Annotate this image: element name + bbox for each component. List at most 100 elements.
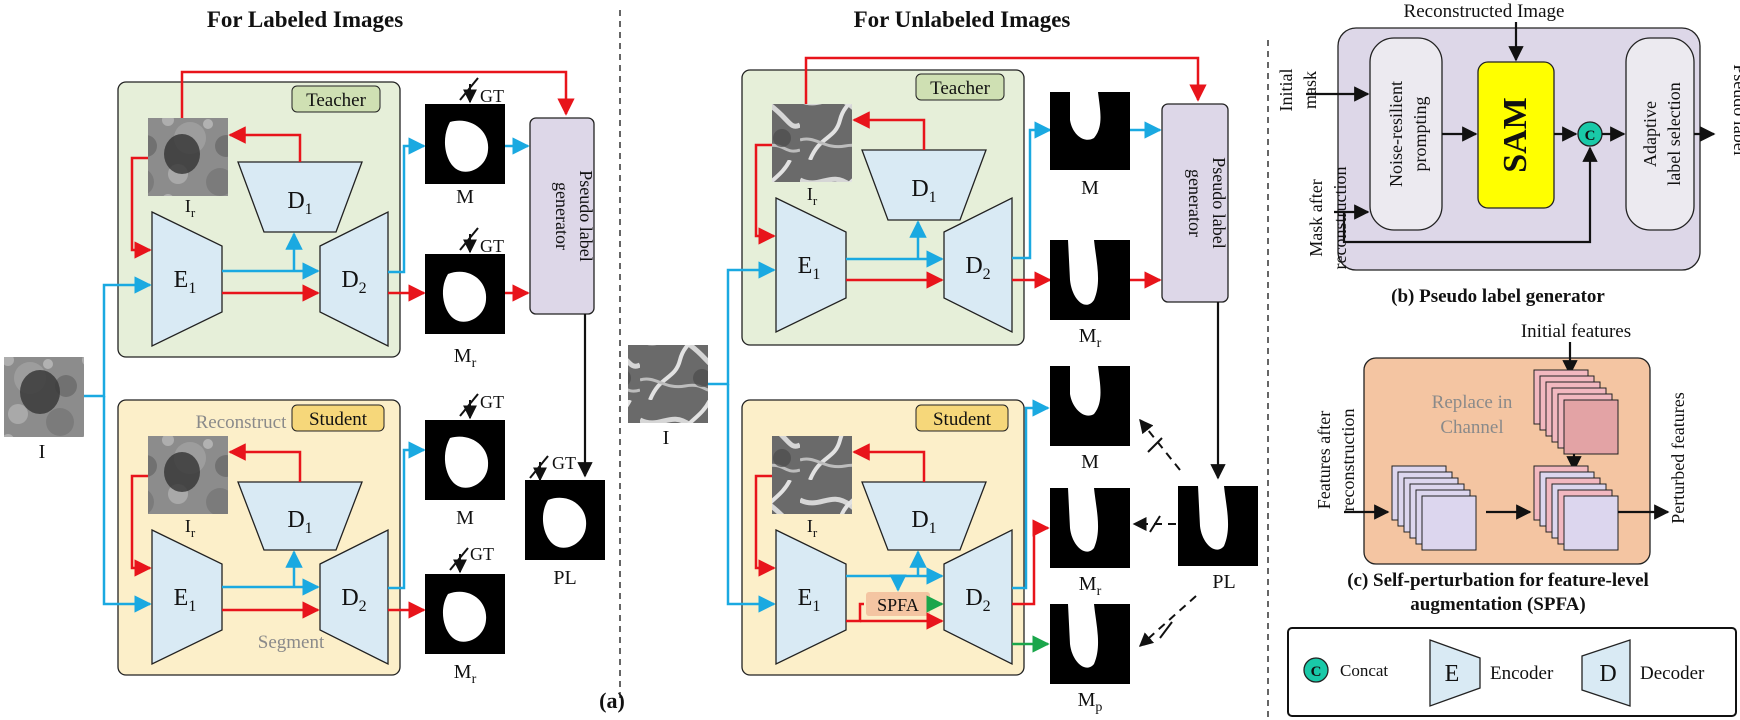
label-Mr-teacher-labeled: Mr (454, 345, 477, 371)
teacher-tag-u: Teacher (930, 78, 991, 99)
e1-label-teacher-unlabeled: E1 (798, 253, 821, 283)
legend-concat-symbol: C (1311, 664, 1322, 680)
student-tag: Student (309, 409, 368, 430)
label-Ir-student-unlabeled: Ir (807, 516, 818, 540)
ir-image-student-unlabeled (772, 436, 852, 514)
label-PL-labeled: PL (553, 567, 576, 589)
e1-label-teacher-labeled: E1 (174, 267, 197, 297)
arrow-red-ir-e1-u (754, 143, 776, 245)
encoder-student-labeled (151, 528, 223, 666)
label-I-unlabeled: I (663, 427, 670, 449)
unlabeled-title: For Unlabeled Images (854, 7, 1071, 32)
mask-blob (1070, 92, 1101, 140)
plg-unlabeled (1161, 103, 1229, 303)
svg-text:GT: GT (480, 392, 504, 412)
label-Mr-student-unlabeled: Mr (1079, 573, 1102, 599)
arrow-blue-d2-m-s (388, 441, 426, 590)
slash-1 (1147, 437, 1163, 453)
label-M-teacher-labeled: M (456, 186, 474, 208)
d2-label-teacher-unlabeled: D2 (965, 253, 990, 283)
arrow-blue-d2-m-su (1012, 399, 1050, 590)
mask-blob (1068, 240, 1099, 305)
spfa-block (866, 592, 930, 616)
d2-label-student-unlabeled: D2 (965, 585, 990, 615)
concat-c: C (1585, 128, 1596, 144)
slash-2 (1149, 515, 1161, 533)
decoder2-student-labeled (319, 528, 389, 666)
caption-a: (a) (599, 688, 625, 713)
legend-encoder-icon (1429, 639, 1481, 707)
arrow-red-d2-mr-su (1012, 519, 1050, 606)
student-tag-bg-u (915, 404, 1009, 432)
label-M-student-unlabeled: M (1081, 451, 1099, 473)
d1-label-teacher-labeled: D1 (287, 188, 312, 218)
input-image-unlabeled (628, 345, 708, 423)
mask-blob (1198, 486, 1229, 550)
arrow-red-d1-ir-s (228, 443, 302, 482)
label-M-student-labeled: M (456, 507, 474, 529)
mask-blob (444, 120, 489, 172)
mask-blob (444, 436, 489, 488)
slash-3 (1159, 621, 1173, 639)
label-Mp-student-unlabeled: Mp (1078, 689, 1103, 715)
student-tag-u: Student (933, 409, 992, 430)
legend-decoder-symbol: D (1599, 661, 1616, 687)
legend-decoder: Decoder (1640, 663, 1705, 684)
dashed-pl-to-m (1139, 418, 1181, 471)
gt-marker-pl: GT (529, 453, 576, 482)
teacher-tag-bg (291, 85, 381, 113)
e1-label-student-unlabeled: E1 (798, 585, 821, 615)
encoder-teacher-labeled (151, 210, 223, 348)
arrow-red-d1-ir-su (852, 443, 926, 482)
arrow-blue-I-to-teacher (84, 276, 152, 398)
initial-features-stack (1533, 369, 1619, 455)
arrow-red-top-feedback (180, 70, 575, 118)
label-I-labeled: I (39, 441, 46, 463)
arrow-blue-d2-m (388, 137, 426, 274)
decoder2-student-unlabeled (943, 528, 1013, 666)
ir-lesion (164, 134, 200, 174)
arrow-blue-I-teacher-u (708, 261, 776, 386)
perturbed-label: Perturbed features (1668, 392, 1688, 523)
decoder1-teacher-labeled (237, 161, 363, 233)
arrow-red-ir-e1-s (130, 474, 152, 577)
arrow-red-e1-spfa (846, 602, 864, 623)
input-lesion-labeled (20, 370, 60, 414)
e1-label-student-labeled: E1 (174, 585, 197, 615)
mask-blob (542, 497, 587, 548)
plg-text-labeled: Pseudo labelgenerator (552, 170, 596, 262)
gt-marker-4: GT (449, 544, 494, 574)
top-input-label: Reconstructed Image (1404, 1, 1565, 22)
initial-features-label: Initial features (1521, 321, 1631, 342)
legend-encoder-symbol: E (1445, 661, 1460, 687)
gt-marker-3: GT (459, 392, 504, 420)
legend-concat-icon (1303, 657, 1329, 683)
label-Mr-teacher-unlabeled: Mr (1079, 325, 1102, 351)
mask-blob (1070, 366, 1101, 416)
labeled-title: For Labeled Images (207, 7, 403, 32)
svg-text:GT: GT (470, 544, 494, 564)
label-Ir-student-labeled: Ir (185, 516, 196, 540)
svg-text:GT: GT (480, 236, 504, 256)
decoder1-student-labeled (237, 481, 363, 551)
output-label: Pseudo label (1730, 64, 1740, 156)
gt-marker-1: GT (459, 77, 504, 106)
d2-label-student-labeled: D2 (341, 585, 366, 615)
d1-label-student-labeled: D1 (287, 507, 312, 537)
legend-encoder: Encoder (1490, 663, 1554, 684)
mask-blob (442, 591, 487, 642)
perturbed-stack (1533, 465, 1619, 551)
features-after-stack (1391, 465, 1477, 551)
decoder1-student-unlabeled (861, 481, 987, 551)
mask-blob (442, 271, 487, 322)
label-PL-unlabeled: PL (1212, 571, 1235, 593)
ir-lesion (164, 452, 200, 492)
teacher-tag-bg-u (915, 73, 1005, 101)
label-Ir-teacher-unlabeled: Ir (807, 184, 818, 208)
arrow-input2-concat (1342, 146, 1598, 244)
